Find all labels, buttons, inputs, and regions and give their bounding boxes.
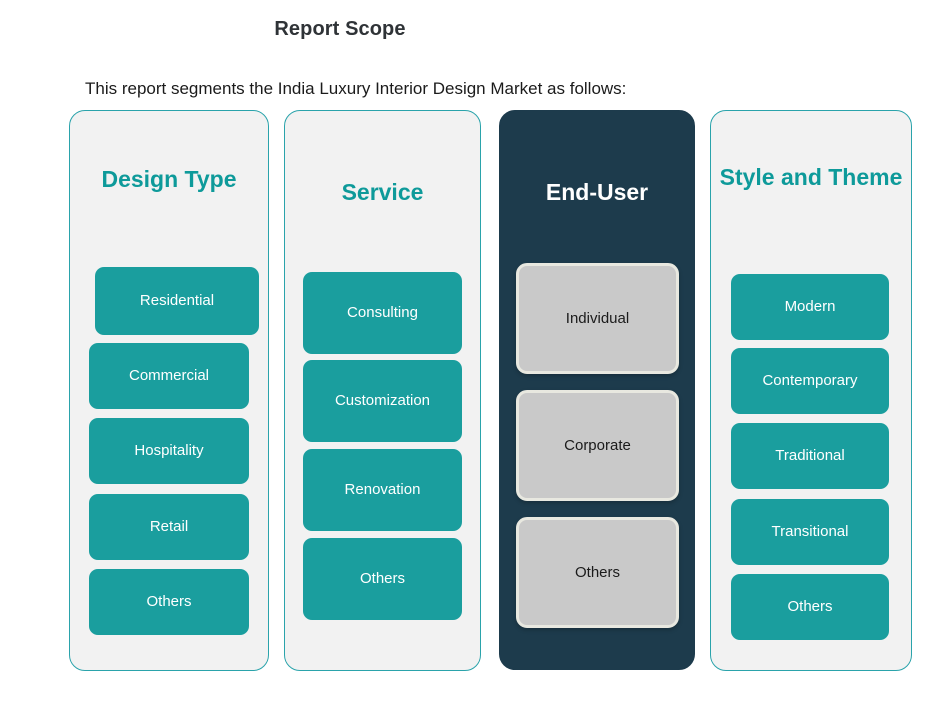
segment-item[interactable]: Hospitality bbox=[89, 418, 249, 485]
segment-item[interactable]: Commercial bbox=[89, 343, 249, 410]
segment-item[interactable]: Transitional bbox=[731, 499, 889, 566]
segment-item[interactable]: Contemporary bbox=[731, 348, 889, 415]
segment-item[interactable]: Renovation bbox=[303, 449, 462, 532]
segment-item[interactable]: Modern bbox=[731, 274, 889, 341]
segment-item[interactable]: Corporate bbox=[516, 390, 679, 502]
segment-item[interactable]: Customization bbox=[303, 360, 462, 443]
segment-item[interactable]: Individual bbox=[516, 263, 679, 375]
segment-item[interactable]: Others bbox=[516, 517, 679, 629]
page-subtitle: This report segments the India Luxury In… bbox=[85, 79, 627, 98]
segment-item[interactable]: Traditional bbox=[731, 423, 889, 490]
segment-item[interactable]: Consulting bbox=[303, 272, 462, 355]
segment-item[interactable]: Others bbox=[303, 538, 462, 621]
column-heading-style-and-theme: Style and Theme bbox=[719, 164, 903, 190]
column-heading-end-user: End-User bbox=[545, 179, 649, 205]
column-heading-design-type: Design Type bbox=[101, 166, 237, 192]
segment-item[interactable]: Residential bbox=[95, 267, 259, 336]
column-heading-service: Service bbox=[341, 179, 424, 205]
page-title: Report Scope bbox=[274, 18, 406, 40]
segment-item[interactable]: Retail bbox=[89, 494, 249, 561]
segment-item[interactable]: Others bbox=[731, 574, 889, 641]
segment-item[interactable]: Others bbox=[89, 569, 249, 636]
